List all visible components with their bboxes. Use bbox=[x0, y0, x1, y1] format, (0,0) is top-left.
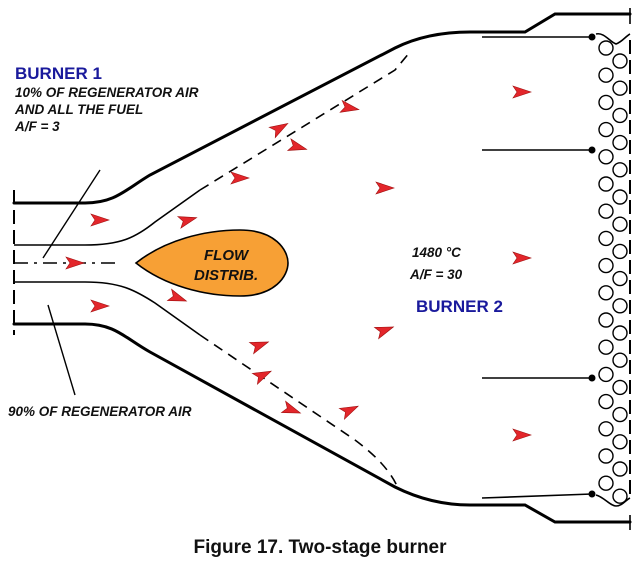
tube-icon bbox=[612, 216, 628, 232]
outer-wall-bottom bbox=[12, 322, 632, 524]
flow-arrow-icon bbox=[512, 251, 532, 265]
tube-bank-bottom-cap bbox=[595, 494, 631, 507]
flow-arrow-icon bbox=[373, 326, 395, 340]
flow-arrow-icon bbox=[248, 341, 270, 355]
tube-icon bbox=[598, 257, 614, 274]
electrode-rod bbox=[481, 493, 593, 499]
flow-arrow-icon bbox=[90, 299, 110, 313]
tube-icon bbox=[612, 270, 628, 287]
tube-icon bbox=[612, 488, 628, 504]
tube-icon bbox=[612, 107, 628, 124]
flow-arrow-icon bbox=[268, 123, 289, 139]
tube-icon bbox=[612, 162, 628, 178]
flow-arrow-icon bbox=[65, 256, 85, 270]
tube-icon bbox=[598, 230, 614, 247]
tube-icon bbox=[612, 434, 628, 450]
tube-icon bbox=[598, 203, 614, 219]
tube-icon bbox=[598, 339, 614, 355]
tube-icon bbox=[598, 285, 614, 301]
flow-arrow-icon bbox=[176, 216, 198, 229]
tube-icon bbox=[598, 40, 614, 56]
electrode-dot-icon bbox=[588, 146, 596, 154]
flow-distrib-label-1: FLOW bbox=[204, 247, 250, 264]
tube-icon bbox=[598, 121, 614, 138]
tube-icon bbox=[612, 379, 628, 396]
flow-arrow-icon bbox=[90, 213, 110, 227]
tube-icon bbox=[598, 94, 614, 111]
inner-wall-top bbox=[14, 189, 201, 246]
tube-icon bbox=[598, 366, 614, 383]
flow-arrow-icon bbox=[280, 400, 302, 414]
inner-wall-bottom bbox=[14, 281, 201, 336]
tube-icon bbox=[612, 461, 628, 477]
tube-icon bbox=[598, 312, 614, 328]
tube-icon bbox=[612, 80, 628, 96]
tube-icon bbox=[612, 134, 628, 151]
tube-icon bbox=[612, 352, 628, 368]
leader-line-burner1 bbox=[42, 169, 101, 259]
flow-arrows bbox=[65, 85, 532, 442]
flow-arrow-icon bbox=[339, 99, 360, 113]
flow-arrow-icon bbox=[512, 85, 532, 99]
tube-icon bbox=[598, 448, 614, 464]
temperature-label: 1480 °C bbox=[412, 245, 461, 260]
tube-icon bbox=[612, 243, 628, 260]
electrode-dot-icon bbox=[588, 33, 596, 41]
tube-icon bbox=[612, 53, 628, 69]
burner2-title: BURNER 2 bbox=[416, 297, 503, 316]
flow-arrow-icon bbox=[375, 181, 395, 195]
tube-icon bbox=[612, 406, 628, 423]
heat-exchanger-tube-bank bbox=[598, 40, 628, 504]
flow-arrow-icon bbox=[286, 138, 308, 151]
electrode-dot-icon bbox=[588, 490, 596, 498]
tube-icon bbox=[598, 421, 614, 437]
burner1-description-line2: AND ALL THE FUEL bbox=[14, 102, 143, 117]
flow-arrow-icon bbox=[338, 405, 360, 421]
burner1-af-ratio: A/F = 3 bbox=[14, 119, 60, 134]
flow-distributor bbox=[134, 229, 289, 297]
tube-icon bbox=[598, 475, 614, 491]
tube-bank-top-cap bbox=[595, 32, 631, 45]
flow-arrow-icon bbox=[166, 288, 188, 302]
burner2-af-ratio: A/F = 30 bbox=[409, 267, 463, 282]
flow-arrow-icon bbox=[512, 428, 532, 442]
tube-icon bbox=[612, 325, 628, 341]
outer-wall-top bbox=[12, 12, 632, 205]
tube-icon bbox=[612, 298, 628, 314]
flame-boundary-top bbox=[199, 51, 411, 191]
leader-line-regen-air bbox=[47, 304, 76, 396]
regen-air-label: 90% OF REGENERATOR AIR bbox=[8, 404, 192, 419]
electrode-dot-icon bbox=[588, 374, 596, 382]
tube-icon bbox=[598, 67, 614, 83]
flame-boundary-bottom bbox=[199, 334, 399, 489]
burner1-description-line1: 10% OF REGENERATOR AIR bbox=[15, 85, 199, 100]
tube-icon bbox=[598, 393, 614, 410]
flow-arrow-icon bbox=[251, 370, 273, 386]
flow-distrib-label-2: DISTRIB. bbox=[194, 267, 258, 284]
electrode-rods bbox=[481, 33, 596, 499]
figure-caption: Figure 17. Two-stage burner bbox=[193, 537, 447, 558]
tube-icon bbox=[598, 149, 614, 165]
burner1-title: BURNER 1 bbox=[15, 64, 102, 83]
tube-icon bbox=[598, 176, 614, 192]
tube-icon bbox=[612, 189, 628, 205]
flow-arrow-icon bbox=[230, 171, 250, 185]
